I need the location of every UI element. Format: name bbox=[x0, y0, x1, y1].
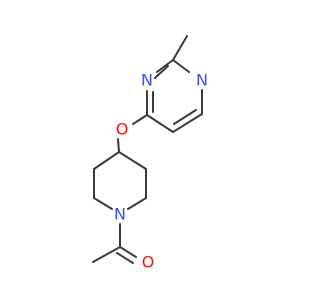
bond-c4-o bbox=[132, 114, 148, 125]
atom-n-pyrimidine-left: N bbox=[141, 71, 153, 90]
bond-pip-c5-c4 bbox=[93, 151, 120, 170]
molecule-diagram: N N O N O bbox=[92, 35, 208, 272]
bond-pip-n-c6 bbox=[93, 197, 113, 210]
atom-n-piperidine: N bbox=[114, 205, 126, 224]
atom-o-ether: O bbox=[116, 120, 129, 139]
bond-carbonyl-o bbox=[119, 246, 137, 258]
bond-pip-c4-c3 bbox=[118, 151, 147, 170]
atom-n-pyrimidine-right: N bbox=[196, 71, 208, 90]
bond-o-c-pip bbox=[117, 138, 120, 153]
bonds bbox=[92, 35, 203, 264]
bond-c2-n-right bbox=[172, 59, 190, 73]
bond-c6-c5-double bbox=[173, 109, 197, 125]
atom-labels: N N O N O bbox=[114, 71, 208, 272]
bond-c2-n-left-double bbox=[154, 65, 169, 79]
bond-carbonyl-methyl bbox=[92, 246, 121, 263]
molecule-structure: N N O N O bbox=[92, 35, 208, 272]
bond-c2-n-left bbox=[156, 59, 174, 73]
atom-o-carbonyl: O bbox=[142, 253, 155, 272]
bond-c6-c5 bbox=[172, 113, 203, 133]
bond-methyl-c2 bbox=[172, 35, 188, 61]
bond-c5-c4 bbox=[146, 114, 174, 133]
bond-pip-c2-n bbox=[127, 197, 147, 210]
bond-carbonyl-o-double bbox=[116, 252, 134, 264]
